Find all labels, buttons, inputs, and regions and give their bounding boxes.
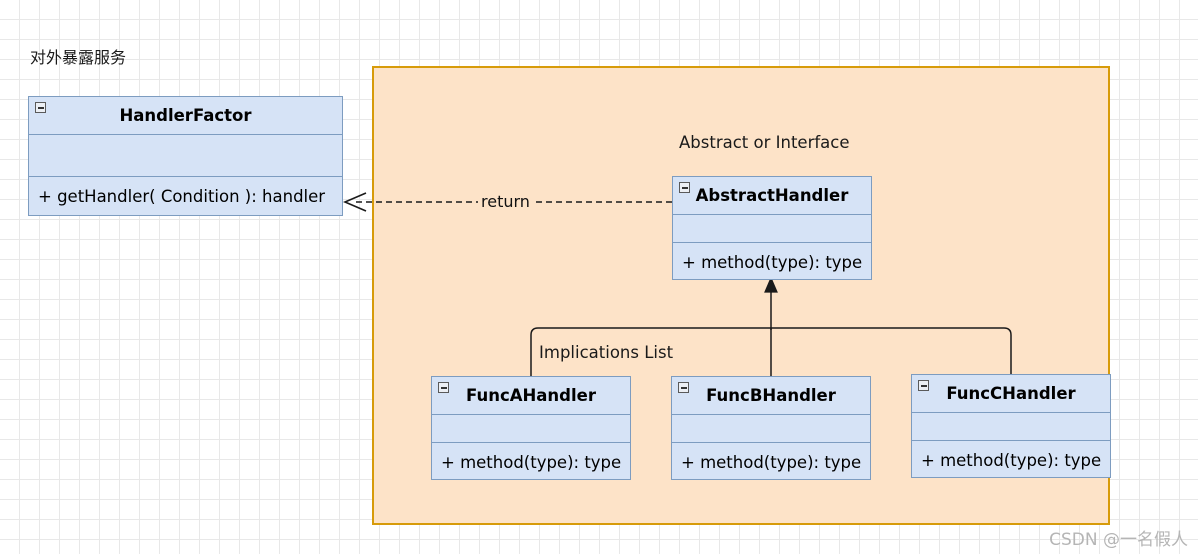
uml-title-bar: FuncBHandler (672, 377, 870, 415)
uml-class-name: FuncBHandler (706, 386, 836, 405)
uml-attributes-compartment (673, 215, 871, 243)
label-implications-list: Implications List (539, 343, 674, 362)
collapse-minus-icon[interactable] (678, 382, 689, 393)
uml-attributes-compartment (432, 415, 630, 443)
uml-attributes-compartment (672, 415, 870, 443)
watermark-text: CSDN @一名假人 (1049, 530, 1188, 550)
uml-class-name: FuncAHandler (466, 386, 596, 405)
collapse-minus-icon[interactable] (918, 380, 929, 391)
uml-title-bar: FuncAHandler (432, 377, 630, 415)
uml-class-name: HandlerFactor (119, 106, 252, 125)
edge-label-return: return (478, 192, 533, 211)
label-exposed-service: 对外暴露服务 (30, 48, 127, 67)
uml-title-bar: AbstractHandler (673, 177, 871, 215)
uml-class-name: FuncCHandler (946, 384, 1076, 403)
uml-operations-compartment: + method(type): type (921, 450, 1102, 470)
collapse-minus-icon[interactable] (438, 382, 449, 393)
uml-class-func-a-handler[interactable]: FuncAHandler + method(type): type (431, 376, 631, 480)
uml-class-abstract-handler[interactable]: AbstractHandler + method(type): type (672, 176, 872, 280)
uml-class-handler-factor[interactable]: HandlerFactor + getHandler( Condition ):… (28, 96, 343, 216)
uml-operations-compartment: + getHandler( Condition ): handler (38, 186, 326, 206)
label-abstract-or-interface: Abstract or Interface (679, 133, 850, 152)
uml-class-name: AbstractHandler (695, 186, 849, 205)
uml-class-func-c-handler[interactable]: FuncCHandler + method(type): type (911, 374, 1111, 478)
uml-class-func-b-handler[interactable]: FuncBHandler + method(type): type (671, 376, 871, 480)
collapse-minus-icon[interactable] (35, 102, 46, 113)
collapse-minus-icon[interactable] (679, 182, 690, 193)
uml-operations-compartment: + method(type): type (681, 452, 862, 472)
uml-operations-compartment: + method(type): type (441, 452, 622, 472)
uml-attributes-compartment (912, 413, 1110, 441)
uml-operations-compartment: + method(type): type (682, 252, 863, 272)
uml-attributes-compartment (29, 135, 342, 177)
uml-title-bar: FuncCHandler (912, 375, 1110, 413)
uml-title-bar: HandlerFactor (29, 97, 342, 135)
